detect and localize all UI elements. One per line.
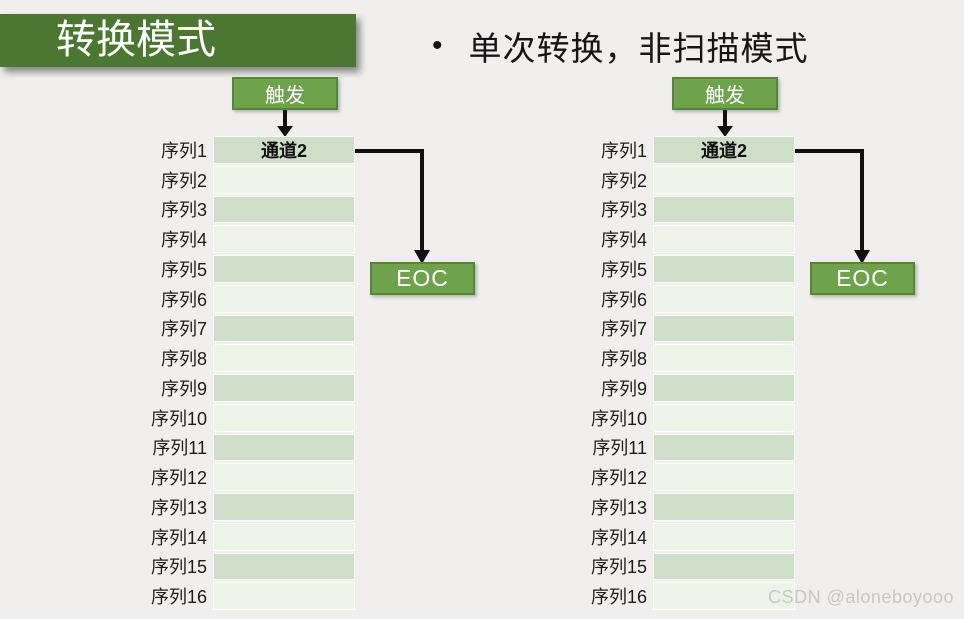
- sequence-label: 序列13: [150, 497, 207, 518]
- sequence-label: 序列10: [150, 408, 207, 429]
- channel-cell-label: 通道2: [260, 141, 307, 161]
- sequence-label: 序列3: [600, 200, 647, 221]
- sequence-row: [213, 284, 355, 313]
- trigger-box: 触发: [232, 77, 338, 110]
- sequence-row: [653, 552, 795, 581]
- sequence-label-column: 序列1 序列2 序列3 序列4 序列5 序列6 序列7 序列8 序列9 序列10 序列11 序列12 序…: [585, 136, 647, 610]
- sequence-row: 通道2: [213, 136, 355, 164]
- bullet-text: 单次转换，非扫描模式: [468, 30, 809, 67]
- sequence-label: 序列10: [590, 408, 647, 429]
- sequence-label: 序列1: [160, 140, 207, 161]
- sequence-label: 序列11: [592, 438, 647, 459]
- sequence-label: 序列1: [600, 140, 647, 161]
- eoc-box: EOC: [810, 262, 915, 295]
- eoc-arrow-icon: [795, 149, 870, 264]
- sequence-table: 通道2: [653, 136, 795, 611]
- channel-cell-label: 通道2: [700, 141, 747, 161]
- sequence-row: [213, 582, 355, 611]
- sequence-label: 序列7: [600, 319, 647, 340]
- sequence-row: [213, 255, 355, 283]
- sequence-label: 序列6: [160, 289, 207, 310]
- watermark: CSDN @aloneboyooo: [768, 587, 954, 607]
- trigger-arrow-icon: [277, 110, 293, 137]
- sequence-label: 序列7: [160, 319, 207, 340]
- sequence-row: [653, 166, 795, 194]
- sequence-row: [213, 433, 355, 462]
- sequence-label: 序列13: [590, 497, 647, 518]
- sequence-row: [653, 314, 795, 343]
- sequence-label: 序列3: [160, 200, 207, 221]
- sequence-row: [213, 403, 355, 432]
- sequence-row: [213, 522, 355, 551]
- sequence-label: 序列16: [590, 587, 647, 608]
- sequence-row: [653, 403, 795, 432]
- sequence-row: [653, 225, 795, 254]
- sequence-row: [213, 552, 355, 581]
- sequence-row: [653, 284, 795, 313]
- sequence-label: 序列11: [152, 438, 207, 459]
- sequence-row: [653, 255, 795, 283]
- sequence-row: [653, 374, 795, 402]
- sequence-row: [213, 463, 355, 492]
- sequence-label: 序列5: [600, 259, 647, 280]
- sequence-label-column: 序列1 序列2 序列3 序列4 序列5 序列6 序列7 序列8 序列9 序列10 序列11 序列12 序…: [145, 136, 207, 610]
- sequence-row: [213, 314, 355, 343]
- trigger-arrow-icon: [717, 110, 733, 137]
- sequence-label: 序列9: [160, 378, 207, 399]
- sequence-row: [653, 522, 795, 551]
- sequence-label: 序列9: [600, 378, 647, 399]
- sequence-label: 序列15: [150, 557, 207, 578]
- sequence-row: [213, 374, 355, 402]
- sequence-row: 通道2: [653, 136, 795, 164]
- sequence-label: 序列4: [160, 230, 207, 251]
- sequence-row: [653, 195, 795, 224]
- sequence-row: [653, 344, 795, 373]
- sequence-label: 序列8: [160, 349, 207, 370]
- sequence-label: 序列4: [600, 230, 647, 251]
- sequence-label: 序列2: [600, 170, 647, 191]
- eoc-arrow-icon: [355, 149, 430, 264]
- trigger-box: 触发: [672, 77, 778, 110]
- sequence-row: [653, 582, 795, 611]
- eoc-box: EOC: [370, 262, 475, 295]
- bullet-icon: •: [432, 29, 443, 62]
- sequence-label: 序列2: [160, 170, 207, 191]
- sequence-label: 序列12: [150, 468, 207, 489]
- sequence-row: [213, 195, 355, 224]
- sequence-label: 序列14: [150, 527, 207, 548]
- sequence-table: 通道2: [213, 136, 355, 611]
- sequence-row: [653, 433, 795, 462]
- sequence-label: 序列16: [150, 587, 207, 608]
- sequence-label: 序列6: [600, 289, 647, 310]
- sequence-row: [653, 463, 795, 492]
- sequence-row: [213, 225, 355, 254]
- sequence-row: [653, 493, 795, 521]
- sequence-row: [213, 344, 355, 373]
- sequence-label: 序列5: [160, 259, 207, 280]
- bullet-point: • 单次转换，非扫描模式: [432, 22, 809, 70]
- sequence-label: 序列12: [590, 468, 647, 489]
- sequence-row: [213, 166, 355, 194]
- sequence-label: 序列15: [590, 557, 647, 578]
- page-title: 转换模式: [0, 14, 356, 67]
- sequence-row: [213, 493, 355, 521]
- sequence-label: 序列8: [600, 349, 647, 370]
- sequence-label: 序列14: [590, 527, 647, 548]
